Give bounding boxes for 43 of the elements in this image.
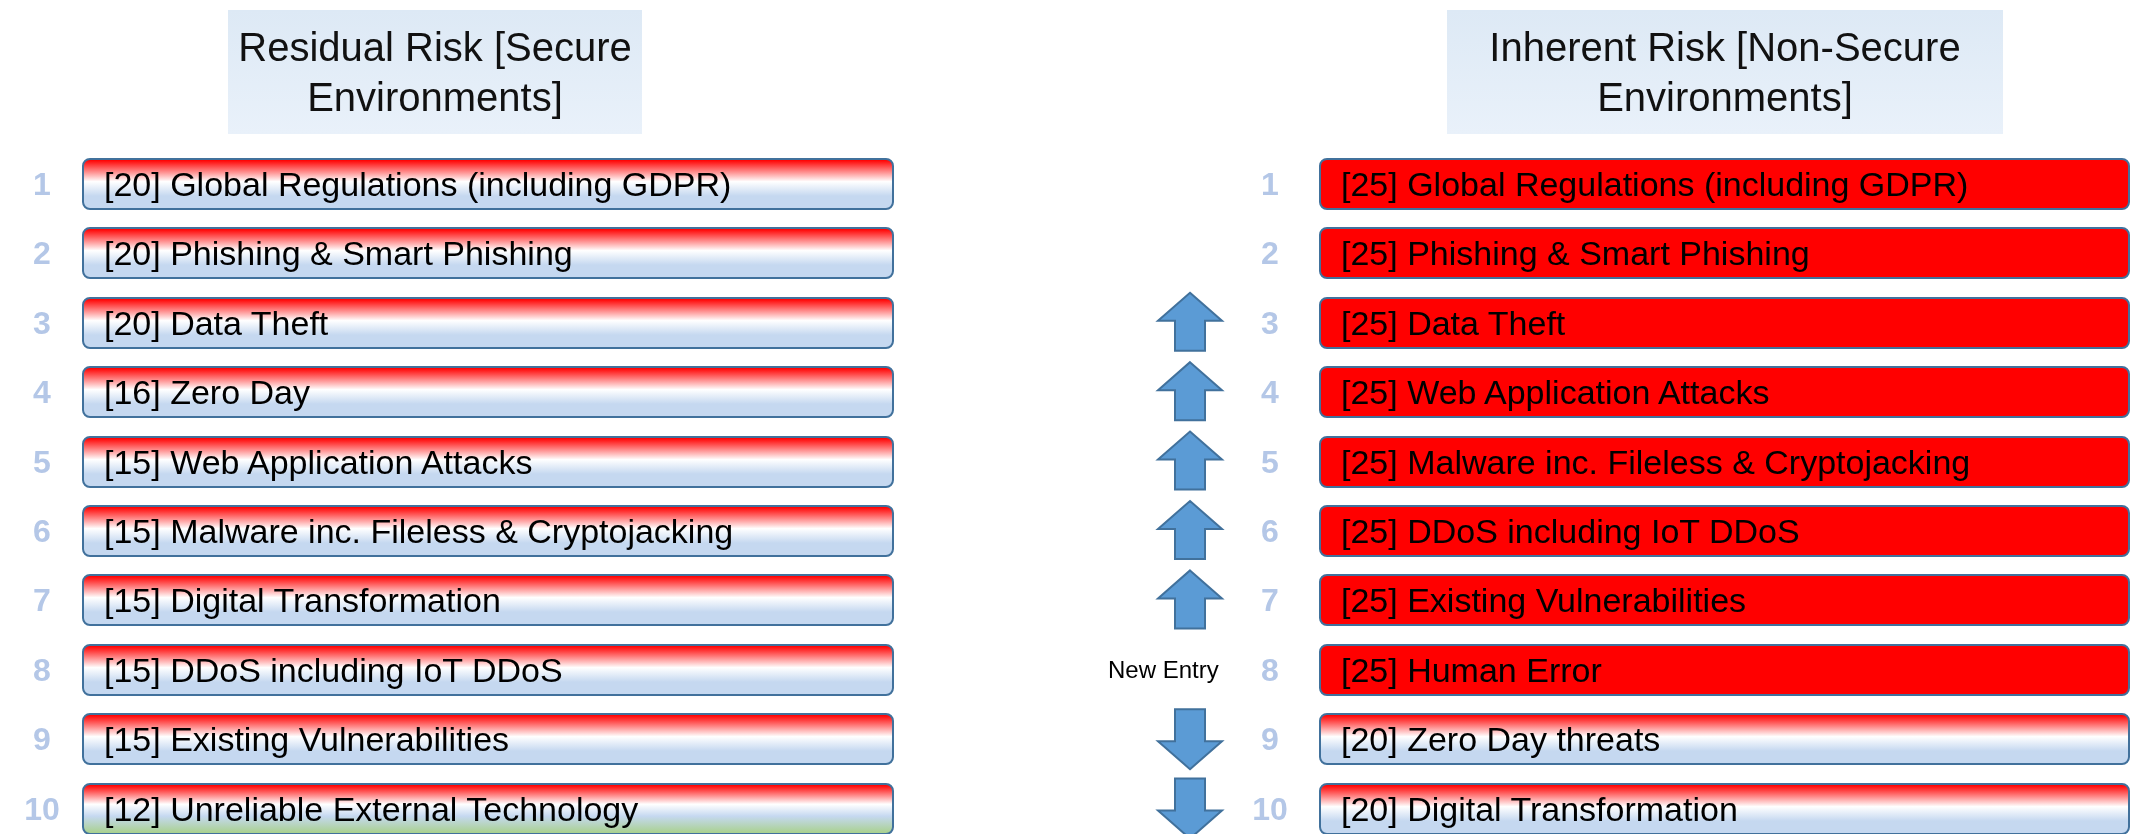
risk-bar: [25] Web Application Attacks: [1319, 366, 2130, 419]
risk-bar: [25] Phishing & Smart Phishing: [1319, 227, 2130, 280]
risk-bar: [25] DDoS including IoT DDoS: [1319, 505, 2130, 557]
rank-number: 1: [32, 165, 52, 204]
risk-bar: [15] DDoS including IoT DDoS: [82, 643, 894, 696]
risk-bar: [20] Global Regulations (including GDPR): [82, 158, 894, 210]
risk-bar: [20] Zero Day threats: [1319, 713, 2130, 766]
rank-number: 10: [1251, 789, 1289, 829]
rank-number: 4: [1260, 373, 1280, 413]
rank-number: 10: [23, 789, 61, 829]
risk-bar: [20] Data Theft: [82, 296, 894, 349]
risk-bar: [16] Zero Day: [82, 366, 894, 419]
risk-bar: [15] Malware inc. Fileless & Cryptojacking: [82, 505, 894, 557]
rank-number: 5: [1260, 442, 1280, 482]
risk-bar: [25] Human Error: [1319, 643, 2130, 696]
risk-bar: [25] Existing Vulnerabilities: [1319, 574, 2130, 627]
rank-number: 8: [1260, 650, 1280, 690]
rank-number: 6: [1260, 512, 1280, 551]
risk-bar: [15] Web Application Attacks: [82, 435, 894, 488]
rank-number: 1: [1260, 165, 1280, 204]
rank-number: 8: [32, 650, 52, 690]
rank-number: 6: [32, 512, 52, 551]
rank-number: 7: [32, 581, 52, 621]
risk-bar: [25] Malware inc. Fileless & Cryptojacking: [1319, 435, 2130, 488]
rank-number: 5: [32, 442, 52, 482]
risk-bar: [15] Digital Transformation: [82, 574, 894, 627]
risk-bar: [20] Phishing & Smart Phishing: [82, 227, 894, 280]
risk-bar: [25] Global Regulations (including GDPR): [1319, 158, 2130, 210]
column-heading: Inherent Risk [Non-Secure Environments]: [1447, 10, 2003, 134]
rank-number: 4: [32, 373, 52, 413]
column-heading: Residual Risk [Secure Environments]: [228, 10, 642, 134]
risk-bar: [20] Digital Transformation: [1319, 782, 2130, 834]
risk-bar: [15] Existing Vulnerabilities: [82, 713, 894, 766]
rank-number: 3: [32, 303, 52, 343]
rank-number: 2: [1260, 234, 1280, 274]
rank-number: 9: [1260, 720, 1280, 760]
rank-number: 2: [32, 234, 52, 274]
risk-bar: [12] Unreliable External Technology: [82, 782, 894, 834]
rank-number: 9: [32, 720, 52, 760]
note-text: New Entry: [1108, 655, 1219, 684]
rank-number: 7: [1260, 581, 1280, 621]
rank-number: 3: [1260, 303, 1280, 343]
risk-bar: [25] Data Theft: [1319, 296, 2130, 349]
